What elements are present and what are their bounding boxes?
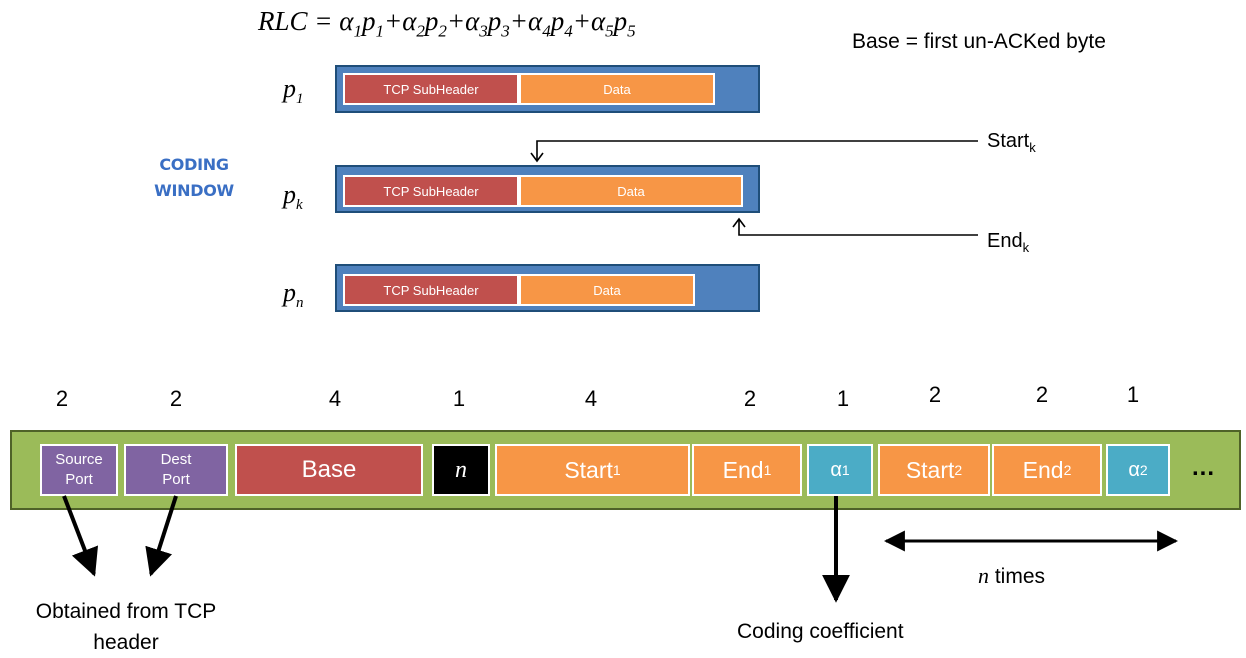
formula-plus: + [446, 6, 466, 36]
packet-pn-header: TCP SubHeader [343, 274, 519, 306]
n-field: n [432, 444, 490, 496]
size-source-port: 2 [55, 386, 69, 411]
size-dest-port: 2 [169, 386, 183, 411]
coding-window-line-1: CODING [159, 155, 229, 174]
coding-window-label: CODING WINDOW [130, 152, 258, 204]
start-k-label: Startk [987, 130, 1036, 155]
formula-plus: + [509, 6, 529, 36]
packet-p1: TCP SubHeader Data [335, 65, 760, 113]
packet-label-pn: pn [283, 278, 304, 312]
start-k-arrow [530, 140, 978, 163]
packet-label-p1: p1 [283, 74, 304, 108]
size-start2: 2 [928, 382, 942, 407]
coding-coefficient-caption: Coding coefficient [737, 620, 904, 643]
packet-p1-header: TCP SubHeader [343, 73, 519, 105]
formula-term-3: α3p3 [465, 6, 510, 41]
formula-term-4: α4p4 [528, 6, 573, 41]
coding-window-line-2: WINDOW [154, 181, 234, 200]
size-base: 4 [328, 386, 342, 411]
packet-pk: TCP SubHeader Data [335, 165, 760, 213]
packet-label-pk: pk [283, 180, 303, 214]
n-times-caption: n times [978, 563, 1046, 588]
formula-term-2: α2p2 [402, 6, 447, 41]
formula-term-1: α1p1 [339, 6, 384, 41]
packet-pn-data: Data [519, 274, 695, 306]
size-end2: 2 [1035, 382, 1049, 407]
end-k-label: Endk [987, 230, 1030, 255]
dest-port-arrow [145, 495, 178, 577]
base-field: Base [235, 444, 423, 496]
packet-pk-header: TCP SubHeader [343, 175, 519, 207]
size-n: 1 [452, 386, 466, 411]
size-end1: 2 [743, 386, 757, 411]
ellipsis: ... [1192, 454, 1216, 481]
source-port-arrow [62, 495, 99, 577]
packet-p1-data: Data [519, 73, 715, 105]
tcp-header-caption: Obtained from TCP header [35, 600, 217, 654]
base-note: Base = first un-ACKed byte [852, 30, 1106, 53]
formula-plus: + [383, 6, 403, 36]
end-k-arrow [732, 217, 978, 236]
formula-lhs: RLC [258, 6, 308, 36]
size-start1: 4 [584, 386, 598, 411]
formula-equals: = [307, 6, 340, 36]
formula-term-5: α5p5 [590, 6, 636, 41]
packet-pk-data: Data [519, 175, 743, 207]
formula-plus: + [572, 6, 591, 36]
size-alpha1: 1 [836, 386, 850, 411]
packet-pn: TCP SubHeader Data [335, 264, 760, 312]
size-alpha2: 1 [1126, 382, 1140, 407]
rlc-formula: RLC = α1p1+α2p2+α3p3+α4p4+α5p5 [258, 6, 636, 41]
